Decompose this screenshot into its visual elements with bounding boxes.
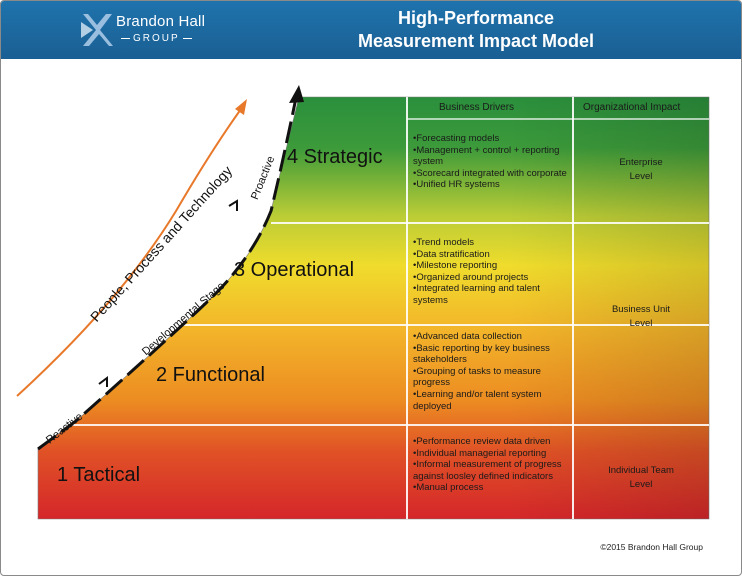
column-header-drivers: Business Drivers — [439, 102, 515, 113]
list-item: Milestone reporting — [413, 260, 573, 272]
brand-mark-icon — [81, 14, 113, 46]
list-item: Forecasting models — [413, 133, 573, 145]
people-process-arrow — [16, 108, 242, 397]
chevron-arrow-icon — [228, 199, 238, 211]
list-item: Advanced data collection — [413, 331, 573, 343]
list-item: Management + control + reporting system — [413, 145, 573, 168]
list-item: Trend models — [413, 237, 573, 249]
copyright-text: ©2015 Brandon Hall Group — [600, 542, 703, 552]
curve-arrowhead-icon — [289, 85, 304, 103]
stage-label-strategic: 4 Strategic — [287, 146, 383, 168]
list-item: Data stratification — [413, 249, 573, 261]
list-item: Scorecard integrated with corporate — [413, 168, 573, 180]
list-item: Manual process — [413, 482, 573, 494]
page-title-line-2: Measurement Impact Model — [357, 31, 595, 51]
logo-group: GROUP — [118, 33, 195, 44]
impact-enterprise: Enterprise Level — [619, 157, 663, 182]
drivers-list-tactical: Performance review data driven Individua… — [413, 436, 573, 494]
stage-label-functional: 2 Functional — [156, 364, 265, 386]
column-header-impact: Organizational Impact — [583, 102, 681, 113]
drivers-list-operational: Trend models Data stratification Milesto… — [413, 237, 573, 307]
list-item: Informal measurement of progress against… — [413, 459, 573, 482]
drivers-list-strategic: Forecasting models Management + control … — [413, 133, 573, 191]
page-title-line-1: High-Performance — [397, 8, 555, 28]
impact-business-unit: Business Unit Level — [611, 304, 671, 329]
list-item: Unified HR systems — [413, 179, 573, 191]
impact-individual-team: Individual Team Level — [608, 465, 674, 490]
header-bar: Brandon Hall GROUP High-Performance Meas… — [1, 1, 741, 59]
list-item: Learning and/or talent system deployed — [413, 389, 573, 412]
list-item: Grouping of tasks to measure progress — [413, 366, 573, 389]
chevron-arrow-icon — [98, 376, 108, 387]
stage-label-operational: 3 Operational — [234, 259, 355, 281]
brand-logo: Brandon Hall GROUP — [79, 10, 209, 50]
drivers-list-functional: Advanced data collection Basic reporting… — [413, 331, 573, 412]
list-item: Performance review data driven — [413, 436, 573, 448]
orange-arrowhead-icon — [235, 99, 247, 115]
logo-name: Brandon Hall — [116, 13, 206, 30]
list-item: Organized around projects — [413, 272, 573, 284]
maturity-curve — [37, 92, 299, 451]
stage-label-tactical: 1 Tactical — [57, 464, 141, 486]
list-item: Integrated learning and talent systems — [413, 283, 573, 306]
list-item: Basic reporting by key business stakehol… — [413, 343, 573, 366]
list-item: Individual managerial reporting — [413, 448, 573, 460]
